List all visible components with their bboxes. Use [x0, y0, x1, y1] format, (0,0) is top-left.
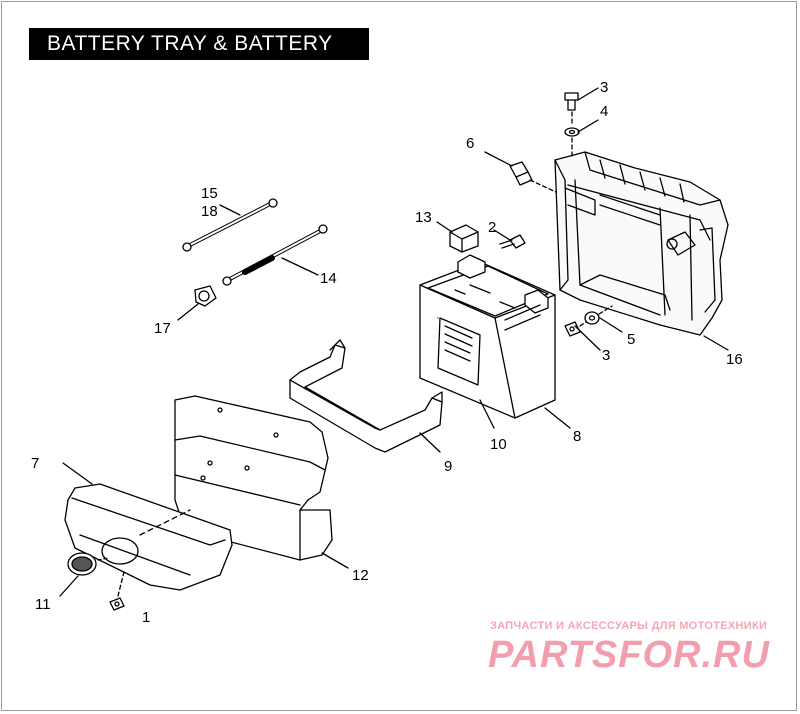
badge-emblem-part[interactable] [67, 552, 97, 576]
nut-part[interactable] [509, 161, 533, 186]
washer-top-part[interactable] [564, 127, 580, 137]
short-cable-part[interactable] [182, 198, 278, 252]
watermark-brand: PARTSFOR.RU [488, 634, 770, 676]
callout-9: 9 [444, 458, 452, 475]
callout-7: 7 [31, 455, 39, 472]
screw-top-part[interactable] [564, 92, 579, 111]
battery-part[interactable] [419, 254, 556, 419]
page-title-text: BATTERY TRAY & BATTERY [47, 32, 333, 55]
callout-labels: 1 2 3 3 4 5 6 7 8 9 10 11 12 13 14 15 16… [31, 79, 743, 626]
long-cable-part[interactable] [222, 224, 328, 286]
callout-8: 8 [573, 428, 581, 445]
terminal-bolt-part[interactable] [499, 234, 526, 249]
callout-3-lower: 3 [602, 347, 610, 364]
callout-17: 17 [154, 320, 171, 337]
callout-11: 11 [35, 596, 51, 613]
callout-18: 18 [201, 203, 218, 220]
callout-14: 14 [320, 270, 337, 287]
callout-15: 15 [201, 185, 218, 202]
page-title: BATTERY TRAY & BATTERY [29, 28, 369, 60]
callout-12: 12 [352, 567, 369, 584]
callout-4: 4 [600, 103, 608, 120]
callout-10: 10 [490, 436, 507, 453]
terminal-cover-part[interactable] [449, 224, 479, 253]
watermark-tagline: ЗАПЧАСТИ И АКСЕССУАРЫ ДЛЯ МОТОТЕХНИКИ [490, 620, 768, 632]
callout-2: 2 [488, 219, 496, 236]
callout-5: 5 [627, 331, 635, 348]
battery-tray-part[interactable] [554, 151, 729, 336]
screw-bottom-part[interactable] [109, 597, 125, 611]
callout-1: 1 [142, 609, 150, 626]
rear-cover-part[interactable] [174, 395, 333, 561]
washer-right-part[interactable] [584, 311, 600, 325]
hold-down-strap-part[interactable] [289, 339, 443, 453]
screw-lower-part[interactable] [564, 321, 581, 337]
callout-13: 13 [415, 209, 432, 226]
callout-3-top: 3 [600, 79, 608, 96]
callout-16: 16 [726, 351, 743, 368]
terminal-boot-part[interactable] [194, 285, 217, 307]
callout-6: 6 [466, 135, 474, 152]
front-cover-part[interactable] [64, 483, 233, 591]
